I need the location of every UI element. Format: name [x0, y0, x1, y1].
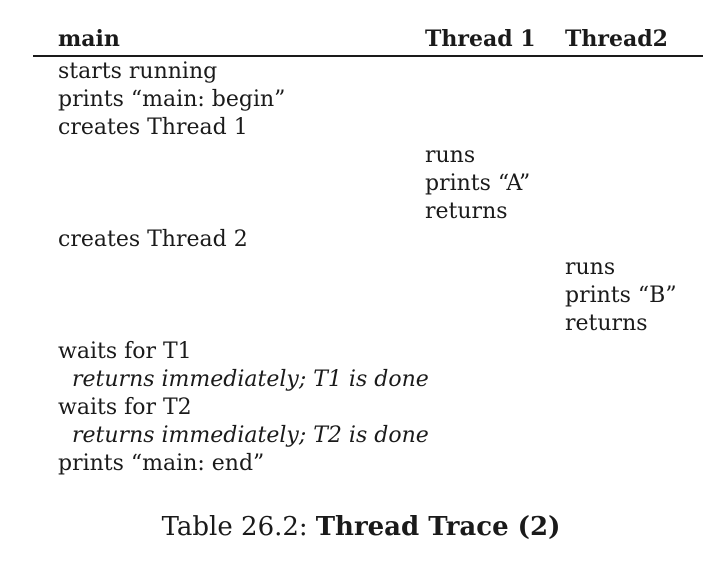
- table-row: waits for T2: [58, 395, 192, 420]
- table-caption: Table 26.2:Thread Trace (2): [0, 510, 722, 544]
- table-row: prints “B”: [565, 283, 677, 308]
- caption-number: Table 26.2:: [161, 512, 308, 542]
- table-row-note: returns immediately; T1 is done: [72, 367, 429, 392]
- table-body: starts running prints “main: begin” crea…: [33, 58, 703, 478]
- column-header-main: main: [58, 26, 120, 52]
- table-row: creates Thread 2: [58, 227, 248, 252]
- header-divider-rule: [33, 55, 703, 57]
- table-row: prints “main: begin”: [58, 87, 286, 112]
- column-header-thread2: Thread2: [565, 26, 668, 52]
- thread-trace-table: main Thread 1 Thread2 starts running pri…: [33, 0, 703, 476]
- table-row: prints “main: end”: [58, 451, 265, 476]
- table-row: returns: [565, 311, 648, 336]
- caption-title: Thread Trace (2): [315, 512, 561, 542]
- table-row: runs: [425, 143, 476, 168]
- table-header-row: main Thread 1 Thread2: [33, 0, 703, 57]
- table-row-note: returns immediately; T2 is done: [72, 423, 429, 448]
- column-header-thread1: Thread 1: [425, 26, 536, 52]
- table-row: creates Thread 1: [58, 115, 248, 140]
- table-row: runs: [565, 255, 616, 280]
- table-row: waits for T1: [58, 339, 192, 364]
- table-row: returns: [425, 199, 508, 224]
- table-row: prints “A”: [425, 171, 531, 196]
- table-row: starts running: [58, 59, 218, 84]
